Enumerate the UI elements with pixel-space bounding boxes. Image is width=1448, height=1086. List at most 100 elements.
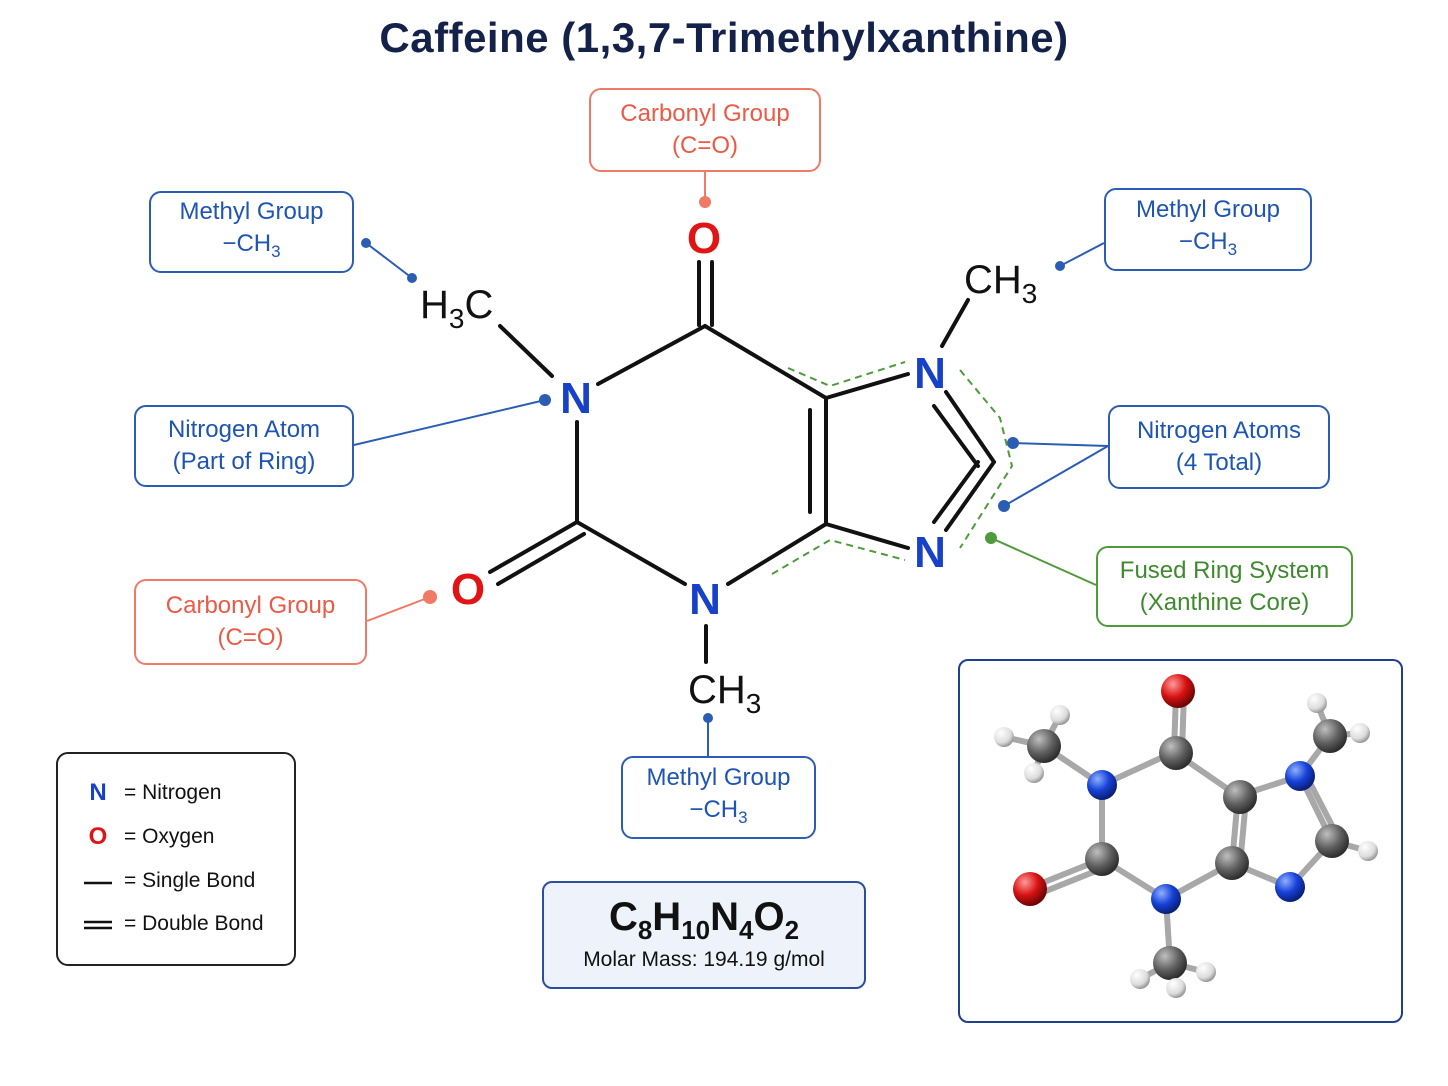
bond-c8-n9-2 (932, 460, 980, 524)
leader-nitrogen-atom (353, 399, 546, 446)
leader-methyl-right (1059, 242, 1105, 267)
leader-dot-methyl-bottom (703, 713, 713, 723)
bond-c6-n1 (596, 324, 707, 386)
ball-stick-model-panel (958, 659, 1403, 1023)
model-c-methyl-3 (1153, 946, 1187, 980)
callout-fused-ring: Fused Ring System (Xanthine Core) (1096, 546, 1353, 627)
callout-nitrogen-atoms: Nitrogen Atoms (4 Total) (1108, 405, 1330, 489)
callout-carbonyl-left-line2: (C=O) (217, 624, 284, 651)
leader-dot-fused-ring (985, 532, 997, 544)
model-h-7 (1130, 969, 1150, 989)
bond-n7-c8-2 (932, 404, 980, 468)
legend-double-label: = Double Bond (124, 912, 264, 935)
model-h-2 (1050, 705, 1070, 725)
leader-carbonyl-left (366, 596, 431, 622)
single-bond-icon (80, 867, 116, 895)
callout-fused-ring-line1: Fused Ring System (1119, 556, 1330, 584)
methyl-left-label: H3C (420, 283, 493, 334)
leader-lines (353, 172, 1109, 756)
model-c-5 (1223, 780, 1257, 814)
leader-dot-nitrogen-atoms-b (998, 500, 1010, 512)
model-h-5 (1350, 723, 1370, 743)
model-n-7 (1285, 761, 1315, 791)
atom-n1: N (560, 374, 592, 423)
double-bond-icon (80, 910, 116, 938)
fused-ring-highlight (771, 361, 1014, 575)
model-c-4 (1215, 846, 1249, 880)
model-atoms (994, 674, 1378, 998)
methyl-right-label: CH3 (964, 258, 1037, 309)
leader-dot-methyl-right (1055, 261, 1065, 271)
legend-nitrogen-symbol: N (89, 779, 107, 806)
callout-methyl-left: Methyl Group −CH3 (149, 191, 354, 273)
model-c-2 (1085, 842, 1119, 876)
leader-dot-carbonyl-top (699, 196, 711, 208)
page-title: Caffeine (1,3,7-Trimethylxanthine) (379, 14, 1069, 61)
leader-nitrogen-atoms-b (1003, 445, 1109, 507)
methyl-labels: H3C CH3 CH3 (420, 258, 1037, 719)
callout-carbonyl-left-line1: Carbonyl Group (165, 592, 336, 619)
formula-box: C8H10N4O2 Molar Mass: 194.19 g/mol (542, 881, 866, 989)
legend-single-label: = Single Bond (124, 869, 256, 892)
bond-c2-o (488, 520, 579, 574)
callout-nitrogen-atom-line1: Nitrogen Atom (167, 416, 321, 443)
model-h-1 (994, 727, 1014, 747)
legend-row-double-bond: = Double Bond (80, 909, 264, 939)
bond-c2-n3 (575, 520, 687, 586)
callout-nitrogen-atoms-line2: (4 Total) (1175, 449, 1263, 476)
model-h-4 (1307, 693, 1327, 713)
callout-carbonyl-top-line1: Carbonyl Group (620, 100, 790, 127)
model-n-1 (1087, 770, 1117, 800)
callout-methyl-right-line1: Methyl Group (1135, 195, 1281, 223)
leader-dot-methyl-left-a (361, 238, 371, 248)
legend-oxygen-label: = Oxygen (124, 825, 215, 848)
atom-o-left: O (451, 565, 485, 614)
leader-dot-nitrogen-atoms-a (1007, 437, 1019, 449)
methyl-bottom-label: CH3 (688, 668, 761, 719)
molar-mass: Molar Mass: 194.19 g/mol (583, 948, 825, 971)
atom-n3: N (689, 575, 721, 624)
callout-methyl-bottom-line2: −CH3 (689, 795, 748, 827)
model-n-3 (1151, 884, 1181, 914)
callout-carbonyl-top: Carbonyl Group (C=O) (589, 88, 821, 172)
legend-row-nitrogen: N = Nitrogen (80, 778, 221, 808)
callout-methyl-bottom: Methyl Group −CH3 (621, 756, 816, 839)
molecular-formula: C8H10N4O2 (608, 895, 800, 945)
legend-row-single-bond: = Single Bond (80, 866, 255, 896)
model-c-methyl-1 (1027, 729, 1061, 763)
model-o-1 (1161, 674, 1195, 708)
bond-n7-methyl (940, 298, 970, 348)
leader-dot-carbonyl-left (423, 590, 437, 604)
model-c-6 (1159, 736, 1193, 770)
callout-methyl-left-line1: Methyl Group (179, 198, 324, 226)
callout-methyl-right-line2: −CH3 (1178, 227, 1238, 259)
model-c-8 (1315, 824, 1349, 858)
legend-row-oxygen: O = Oxygen (80, 822, 215, 852)
model-h-8 (1196, 962, 1216, 982)
callout-carbonyl-left: Carbonyl Group (C=O) (134, 579, 367, 665)
callout-nitrogen-atoms-line1: Nitrogen Atoms (1136, 417, 1302, 444)
leader-dot-methyl-left-b (407, 273, 417, 283)
atom-n9: N (914, 528, 946, 577)
atom-n7: N (914, 349, 946, 398)
bonds (488, 260, 996, 664)
model-h-9 (1166, 978, 1186, 998)
bond-c5-n7 (824, 372, 910, 400)
atoms: O N N N N O (451, 214, 946, 624)
leader-methyl-left (365, 242, 413, 279)
bond-c8-n9 (944, 460, 996, 532)
legend-nitrogen-label: = Nitrogen (124, 781, 222, 804)
callout-carbonyl-top-line2: (C=O) (672, 132, 738, 159)
callout-fused-ring-line2: (Xanthine Core) (1139, 588, 1310, 616)
legend: N = Nitrogen O = Oxygen = Single Bond = … (56, 752, 296, 966)
caffeine-3d-model-icon (994, 674, 1378, 998)
bond-n3-c4 (726, 522, 828, 586)
atom-o-top: O (687, 214, 721, 263)
callout-methyl-bottom-line1: Methyl Group (646, 763, 791, 791)
model-o-2 (1013, 872, 1047, 906)
model-h-3 (1024, 763, 1044, 783)
bond-c4-n9 (824, 522, 910, 550)
model-c-methyl-2 (1313, 719, 1347, 753)
